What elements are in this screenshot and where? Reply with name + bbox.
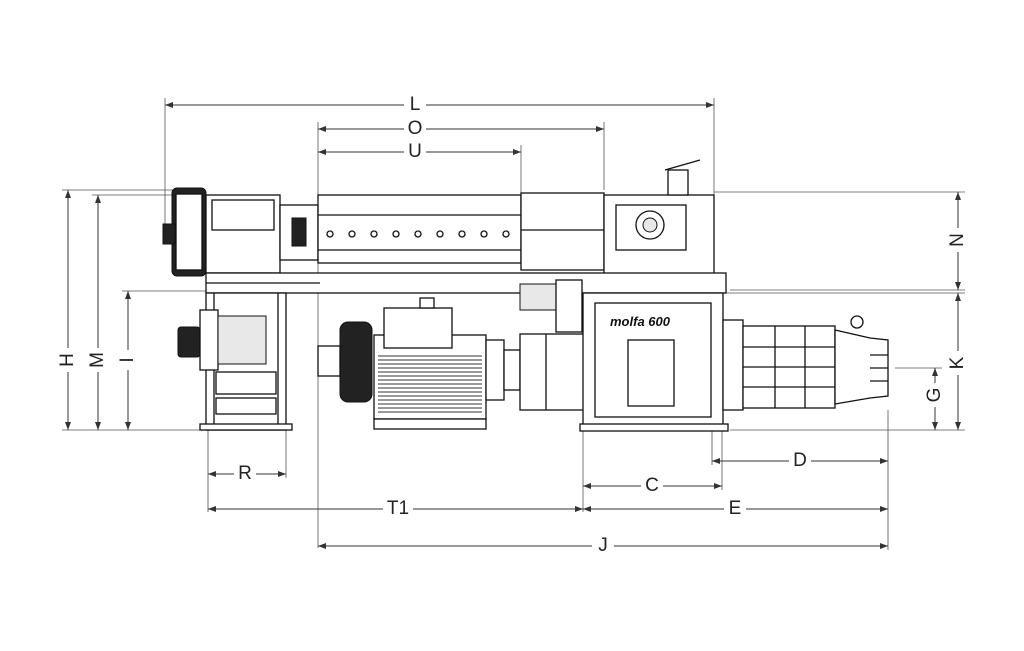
main-motor	[317, 297, 521, 430]
bolt	[392, 230, 400, 238]
label-K: K	[947, 356, 968, 369]
bolt	[326, 230, 334, 238]
bolt	[502, 230, 510, 238]
label-O: O	[408, 118, 423, 139]
label-T1: T1	[387, 498, 409, 519]
bolt	[348, 230, 356, 238]
label-M: M	[87, 352, 108, 368]
label-L: L	[410, 94, 421, 115]
label-J: J	[598, 535, 608, 556]
extension-lines	[62, 98, 965, 550]
label-C: C	[645, 475, 659, 496]
extrusion-head	[722, 315, 889, 411]
label-G: G	[924, 388, 945, 403]
label-N: N	[947, 233, 968, 247]
central-body: molfa 600	[582, 292, 724, 431]
upper-extruder	[162, 159, 727, 294]
bolt	[414, 230, 422, 238]
bolt	[370, 230, 378, 238]
dimension-labels: L O U N H M I K G R D C T1 E J	[57, 94, 969, 557]
gearbox-coupling	[519, 279, 585, 411]
bolt	[436, 230, 444, 238]
label-E: E	[729, 498, 742, 519]
bolt	[480, 230, 488, 238]
left-frame	[177, 292, 293, 431]
label-H: H	[57, 353, 78, 367]
label-I: I	[117, 357, 138, 362]
label-D: D	[793, 450, 807, 471]
label-R: R	[238, 463, 252, 484]
brand-logo: molfa 600	[610, 314, 671, 329]
base-plate	[579, 423, 729, 432]
bolt	[458, 230, 466, 238]
label-U: U	[408, 141, 422, 162]
